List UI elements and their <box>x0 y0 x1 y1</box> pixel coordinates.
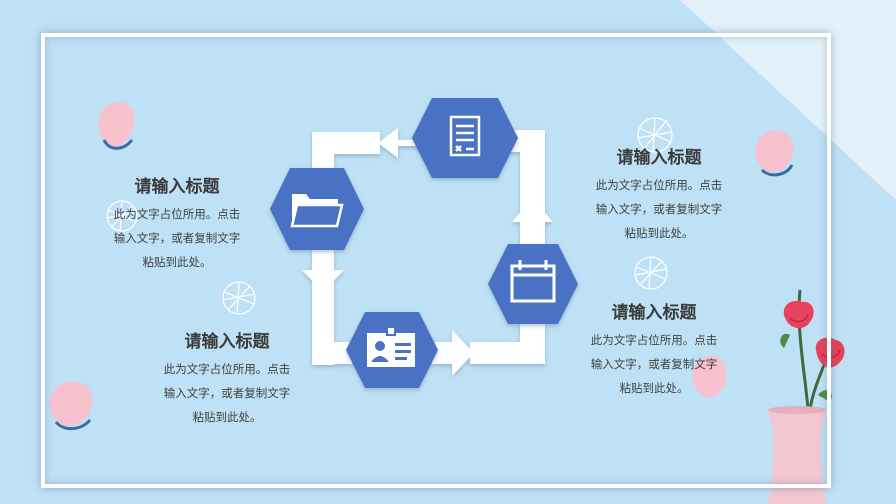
block-line: 此为文字占位所用。点击 <box>590 333 718 347</box>
wire-sphere-decoration <box>106 117 673 315</box>
block-title: 请输入标题 <box>134 177 220 197</box>
calendar-icon <box>510 260 556 303</box>
block-line: 粘贴到此处。 <box>624 226 694 240</box>
folder-icon <box>290 194 344 228</box>
block-line: 此为文字占位所用。点击 <box>113 207 241 221</box>
petal-decoration <box>49 101 794 430</box>
block-line: 粘贴到此处。 <box>619 381 689 395</box>
hexagon-top <box>412 98 518 178</box>
arrow-bottom-right <box>432 330 474 376</box>
arrow-top-left <box>378 128 425 158</box>
block-title: 请输入标题 <box>184 332 270 352</box>
block-line: 此为文字占位所用。点击 <box>595 178 723 192</box>
block-body: 此为文字占位所用。点击 输入文字，或者复制文字 粘贴到此处。 <box>569 328 739 400</box>
block-line: 此为文字占位所用。点击 <box>163 362 291 376</box>
block-body: 此为文字占位所用。点击 输入文字，或者复制文字 粘贴到此处。 <box>92 202 262 274</box>
white-frame <box>41 33 831 488</box>
text-block-right-bottom: 请输入标题 此为文字占位所用。点击 输入文字，或者复制文字 粘贴到此处。 <box>569 302 739 400</box>
block-line: 粘贴到此处。 <box>192 410 262 424</box>
block-line: 粘贴到此处。 <box>142 255 212 269</box>
block-body: 此为文字占位所用。点击 输入文字，或者复制文字 粘贴到此处。 <box>574 173 744 245</box>
document-icon <box>449 115 481 157</box>
block-title: 请输入标题 <box>616 148 702 168</box>
id-card-icon <box>367 326 415 367</box>
hexagon-right <box>488 244 578 324</box>
block-body: 此为文字占位所用。点击 输入文字，或者复制文字 粘贴到此处。 <box>142 357 312 429</box>
block-line: 输入文字，或者复制文字 <box>163 386 291 400</box>
arrow-right-up <box>512 198 553 222</box>
text-block-left-top: 请输入标题 此为文字占位所用。点击 输入文字，或者复制文字 粘贴到此处。 <box>92 176 262 274</box>
text-block-right-top: 请输入标题 此为文字占位所用。点击 输入文字，或者复制文字 粘贴到此处。 <box>574 147 744 245</box>
text-block-left-bottom: 请输入标题 此为文字占位所用。点击 输入文字，或者复制文字 粘贴到此处。 <box>142 331 312 429</box>
block-line: 输入文字，或者复制文字 <box>595 202 723 216</box>
block-line: 输入文字，或者复制文字 <box>113 231 241 245</box>
corner-light-triangle <box>680 0 896 200</box>
block-line: 输入文字，或者复制文字 <box>590 357 718 371</box>
block-title: 请输入标题 <box>611 303 697 323</box>
